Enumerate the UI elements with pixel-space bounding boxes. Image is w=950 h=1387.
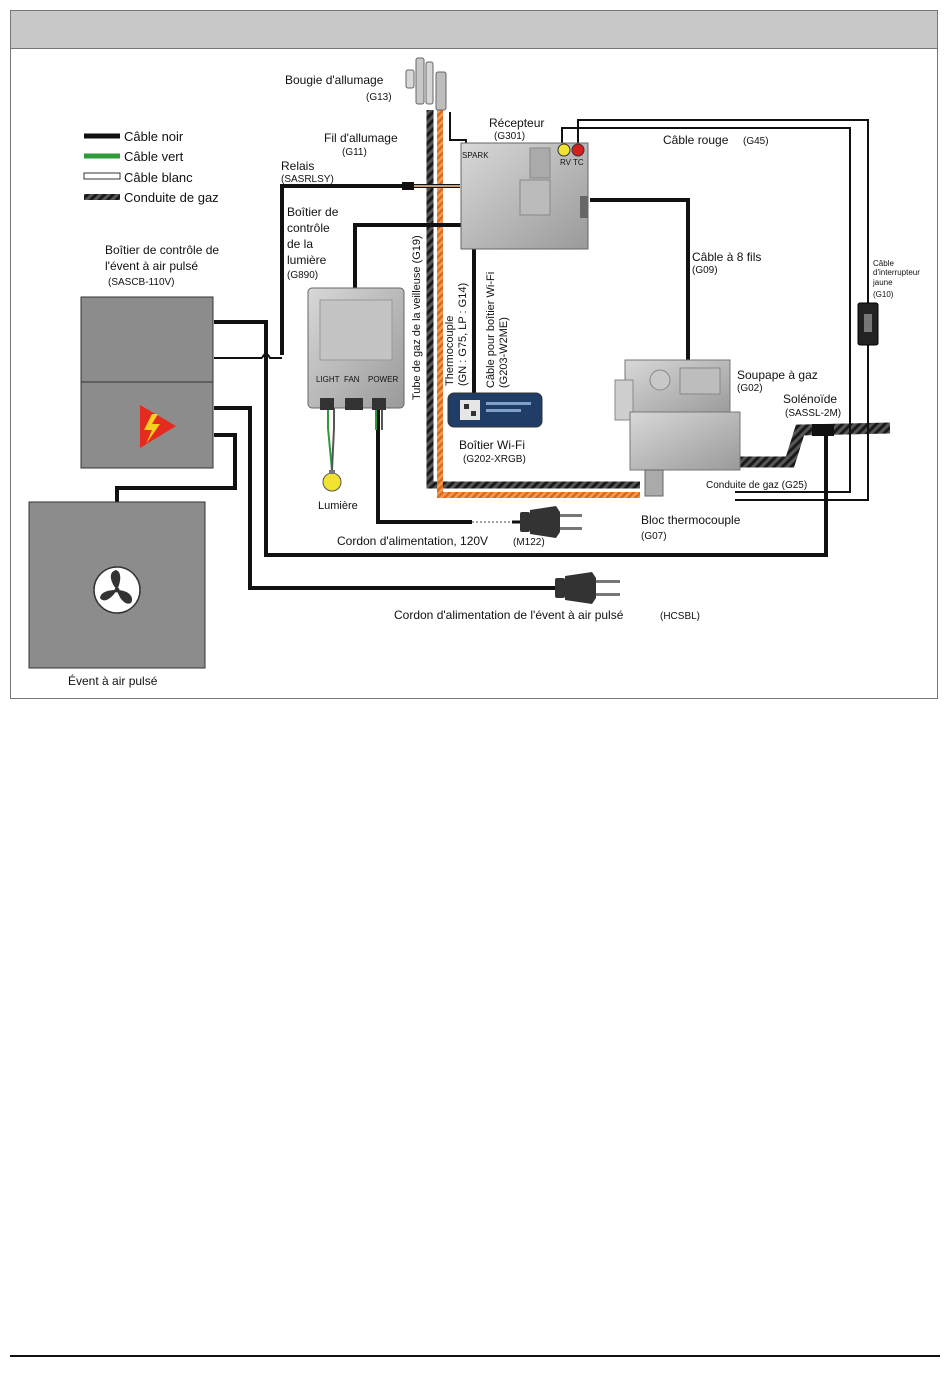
receiver: SPARK RV TC	[460, 142, 589, 250]
vent-box-label-1: Boîtier de contrôle de	[105, 243, 219, 257]
light-box-code: (G890)	[287, 270, 318, 281]
vent-control-box	[80, 296, 214, 469]
spark-plug	[405, 57, 447, 111]
footer-rule	[10, 1355, 940, 1357]
eight-wire-cable	[590, 198, 690, 362]
light-bulb-icon	[322, 470, 342, 492]
thermocouple-label-2: (GN : G75, LP : G14)	[457, 283, 469, 386]
receiver-label: Récepteur	[489, 116, 544, 130]
relay-code: (SASRLSY)	[281, 174, 334, 185]
legend: Câble noir Câble vert Câble blanc Condui…	[83, 129, 219, 205]
vent-power-cord-wire	[214, 406, 555, 590]
wifi-box-code: (G202-XRGB)	[463, 454, 526, 465]
power-cord-label: Cordon d'alimentation, 120V	[337, 534, 488, 548]
relay-wire	[280, 184, 460, 355]
gas-line-label: Conduite de gaz (G25)	[706, 480, 807, 491]
wifi-box	[447, 392, 543, 428]
light-box-label-2: contrôle	[287, 221, 330, 235]
yellow-switch-code: (G10)	[873, 290, 894, 299]
vent-power-cord-label: Cordon d'alimentation de l'évent à air p…	[394, 608, 624, 622]
legend-gas-line: Conduite de gaz	[124, 190, 219, 205]
yellow-switch-label-1: Câble	[873, 259, 894, 268]
gas-valve-label: Soupape à gaz	[737, 368, 818, 382]
wiring-diagram: Câble noir Câble vert Câble blanc Condui…	[28, 57, 920, 688]
gas-valve	[614, 359, 741, 497]
light-box-label-4: lumière	[287, 253, 327, 267]
pilot-tube-label: Tube de gaz de la veilleuse (G19)	[411, 235, 423, 400]
fan-terminal-label: FAN	[344, 375, 360, 384]
fan-icon	[100, 570, 133, 604]
thermo-block-code: (G07)	[641, 531, 667, 542]
ignition-wire-label: Fil d'allumage	[324, 131, 398, 145]
legend-white-cable: Câble blanc	[124, 170, 193, 185]
solenoid	[812, 424, 834, 436]
cables	[115, 110, 891, 590]
eight-wire-label: Câble à 8 fils	[692, 250, 761, 264]
spark-plug-code: (G13)	[366, 92, 392, 103]
light-box-label-1: Boîtier de	[287, 205, 339, 219]
header-band	[11, 11, 937, 49]
wifi-cable-label-1: Câble pour boîtier Wi-Fi	[485, 272, 497, 388]
thermocouple-label-1: Thermocouple	[444, 316, 456, 386]
ignition-wire-code: (G11)	[342, 147, 367, 158]
tc-terminal-label: TC	[573, 158, 584, 167]
thermocouple-block	[644, 469, 664, 497]
vent-power-cord-plug-icon	[555, 572, 620, 604]
thermocouple-wire	[437, 110, 640, 498]
pilot-gas-tube	[426, 110, 640, 489]
forced-vent-label: Évent à air pulsé	[68, 673, 158, 688]
power-cord-wire	[376, 405, 472, 524]
yellow-switch	[857, 302, 879, 346]
legend-green-cable: Câble vert	[124, 149, 184, 164]
tc-indicator	[571, 143, 585, 157]
solenoid-code: (SASSL-2M)	[785, 408, 841, 419]
yellow-switch-label-3: jaune	[872, 278, 893, 287]
vent-box-code: (SASCB-110V)	[108, 277, 175, 288]
light-box-label-3: de la	[287, 237, 313, 251]
wifi-box-label: Boîtier Wi-Fi	[459, 438, 525, 452]
light-label: Lumière	[318, 500, 358, 512]
red-cable-label: Câble rouge	[663, 133, 729, 147]
rv-indicator	[557, 143, 571, 157]
eight-wire-code: (G09)	[692, 265, 718, 276]
wifi-cable-label-2: (G203-W2ME)	[498, 317, 510, 388]
spark-plug-label: Bougie d'allumage	[285, 73, 384, 87]
power-terminal-label: POWER	[368, 375, 398, 384]
light-terminal-label: LIGHT	[316, 375, 340, 384]
gas-valve-code: (G02)	[737, 383, 763, 394]
vent-power-cord-code: (HCSBL)	[660, 611, 700, 622]
yellow-switch-label-2: d'interrupteur	[873, 268, 920, 277]
red-cable-code: (G45)	[743, 136, 769, 147]
light-control-box: LIGHT FAN POWER	[307, 287, 405, 410]
relay-label: Relais	[281, 159, 314, 173]
power-cord-code: (M122)	[513, 537, 545, 548]
gas-line	[735, 422, 891, 468]
vent-box-label-2: l'évent à air pulsé	[105, 259, 198, 273]
solenoid-label: Solénoïde	[783, 392, 837, 406]
spark-terminal-label: SPARK	[462, 151, 489, 160]
receiver-code: (G301)	[494, 131, 525, 142]
forced-vent	[28, 501, 206, 669]
thermo-block-label: Bloc thermocouple	[641, 513, 741, 527]
power-cord-plug-icon	[512, 506, 582, 538]
legend-black-cable: Câble noir	[124, 129, 184, 144]
rv-terminal-label: RV	[560, 158, 572, 167]
